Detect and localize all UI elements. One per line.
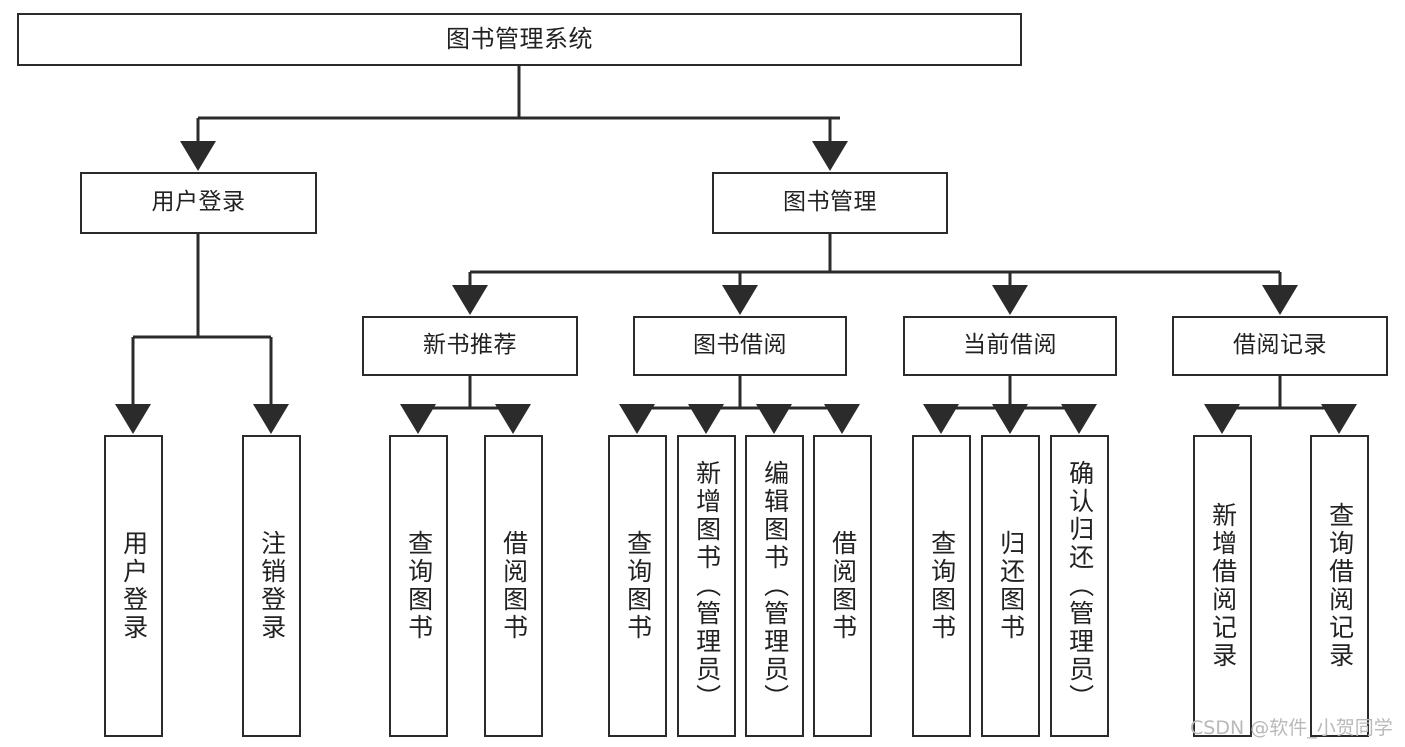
- leaf-recommend-borrow-book[interactable]: 借阅图书: [484, 435, 543, 737]
- node-label: 图书管理: [783, 189, 877, 216]
- node-new-book-recommend[interactable]: 新书推荐: [362, 316, 578, 376]
- node-label: 新增图书（管理员）: [692, 460, 722, 712]
- node-label: 用户登录: [151, 189, 246, 216]
- leaf-borrow-query-book[interactable]: 查询图书: [608, 435, 667, 737]
- node-label: 查询图书: [927, 530, 957, 642]
- node-book-borrow[interactable]: 图书借阅: [633, 316, 847, 376]
- node-label: 查询图书: [623, 530, 653, 642]
- node-label: 图书借阅: [693, 332, 787, 359]
- leaf-recommend-query-book[interactable]: 查询图书: [389, 435, 448, 737]
- node-borrow-record[interactable]: 借阅记录: [1172, 316, 1388, 376]
- leaf-borrow-add-book-admin[interactable]: 新增图书（管理员）: [677, 435, 736, 737]
- leaf-current-query-book[interactable]: 查询图书: [912, 435, 971, 737]
- leaf-record-add-record[interactable]: 新增借阅记录: [1193, 435, 1252, 737]
- node-book-management[interactable]: 图书管理: [712, 172, 948, 234]
- leaf-current-return-book[interactable]: 归还图书: [981, 435, 1040, 737]
- node-label: 借阅图书: [828, 530, 858, 642]
- leaf-user-login-login[interactable]: 用户登录: [104, 435, 163, 737]
- node-label: 新增借阅记录: [1208, 502, 1238, 670]
- node-label: 查询借阅记录: [1325, 502, 1355, 670]
- node-label: 当前借阅: [963, 332, 1057, 359]
- watermark-text: CSDN @软件_小贺同学: [1190, 717, 1393, 739]
- node-label: 借阅图书: [499, 530, 529, 642]
- node-root-system[interactable]: 图书管理系统: [17, 13, 1022, 66]
- node-label: 图书管理系统: [446, 25, 593, 54]
- node-label: 注销登录: [257, 530, 287, 642]
- node-label: 编辑图书（管理员）: [760, 460, 790, 712]
- node-label: 借阅记录: [1233, 332, 1327, 359]
- node-current-borrow[interactable]: 当前借阅: [903, 316, 1117, 376]
- node-user-login[interactable]: 用户登录: [80, 172, 317, 234]
- node-label: 用户登录: [119, 530, 149, 642]
- leaf-borrow-edit-book-admin[interactable]: 编辑图书（管理员）: [745, 435, 804, 737]
- node-label: 确认归还（管理员）: [1065, 460, 1095, 712]
- node-label: 归还图书: [996, 530, 1026, 642]
- leaf-borrow-borrow-book[interactable]: 借阅图书: [813, 435, 872, 737]
- leaf-current-confirm-return-admin[interactable]: 确认归还（管理员）: [1050, 435, 1109, 737]
- leaf-user-login-logout[interactable]: 注销登录: [242, 435, 301, 737]
- node-label: 查询图书: [404, 530, 434, 642]
- leaf-record-query-record[interactable]: 查询借阅记录: [1310, 435, 1369, 737]
- node-label: 新书推荐: [423, 332, 517, 359]
